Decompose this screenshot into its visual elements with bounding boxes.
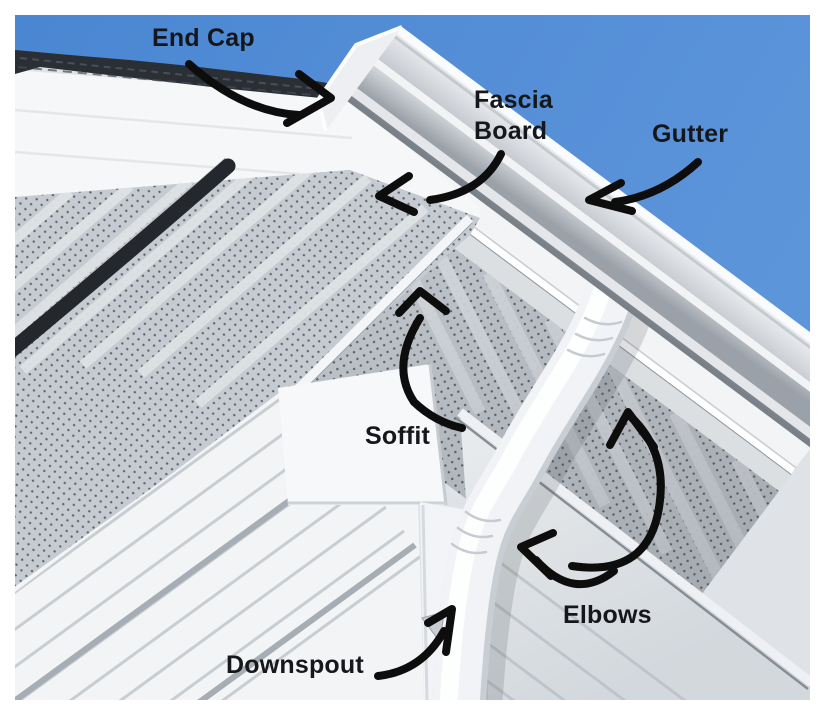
label-soffit: Soffit xyxy=(365,422,431,450)
label-downspout: Downspout xyxy=(226,651,364,679)
rake-trim-bar xyxy=(15,157,236,357)
label-gutter: Gutter xyxy=(652,120,729,148)
label-elbows: Elbows xyxy=(563,601,652,629)
soffit-right-arrow xyxy=(568,408,665,572)
gable-fascia xyxy=(15,70,480,218)
end-cap-part xyxy=(315,25,403,132)
soffit-arrow xyxy=(395,287,466,432)
soffit-gable xyxy=(15,170,480,596)
label-fascia-line2: Board xyxy=(474,117,548,145)
elbow-ribs xyxy=(450,316,623,555)
label-end-cap: End Cap xyxy=(152,24,255,52)
elbows-arrow xyxy=(517,529,618,589)
gutter-shadow xyxy=(347,96,810,448)
roof-shingles xyxy=(15,50,341,100)
gutter-arrow xyxy=(585,158,702,215)
gutter-top-lip xyxy=(397,27,810,343)
label-fascia-board: Fascia Board xyxy=(474,85,553,147)
end-cap-arrow xyxy=(185,60,335,127)
downspout-highlight xyxy=(440,282,611,700)
gutter xyxy=(315,25,810,448)
downspout-arrow xyxy=(374,605,456,680)
fascia-board-arrow xyxy=(375,150,505,216)
label-fascia-line1: Fascia xyxy=(474,86,554,114)
corner-frieze xyxy=(278,363,448,506)
downspout xyxy=(421,267,655,700)
